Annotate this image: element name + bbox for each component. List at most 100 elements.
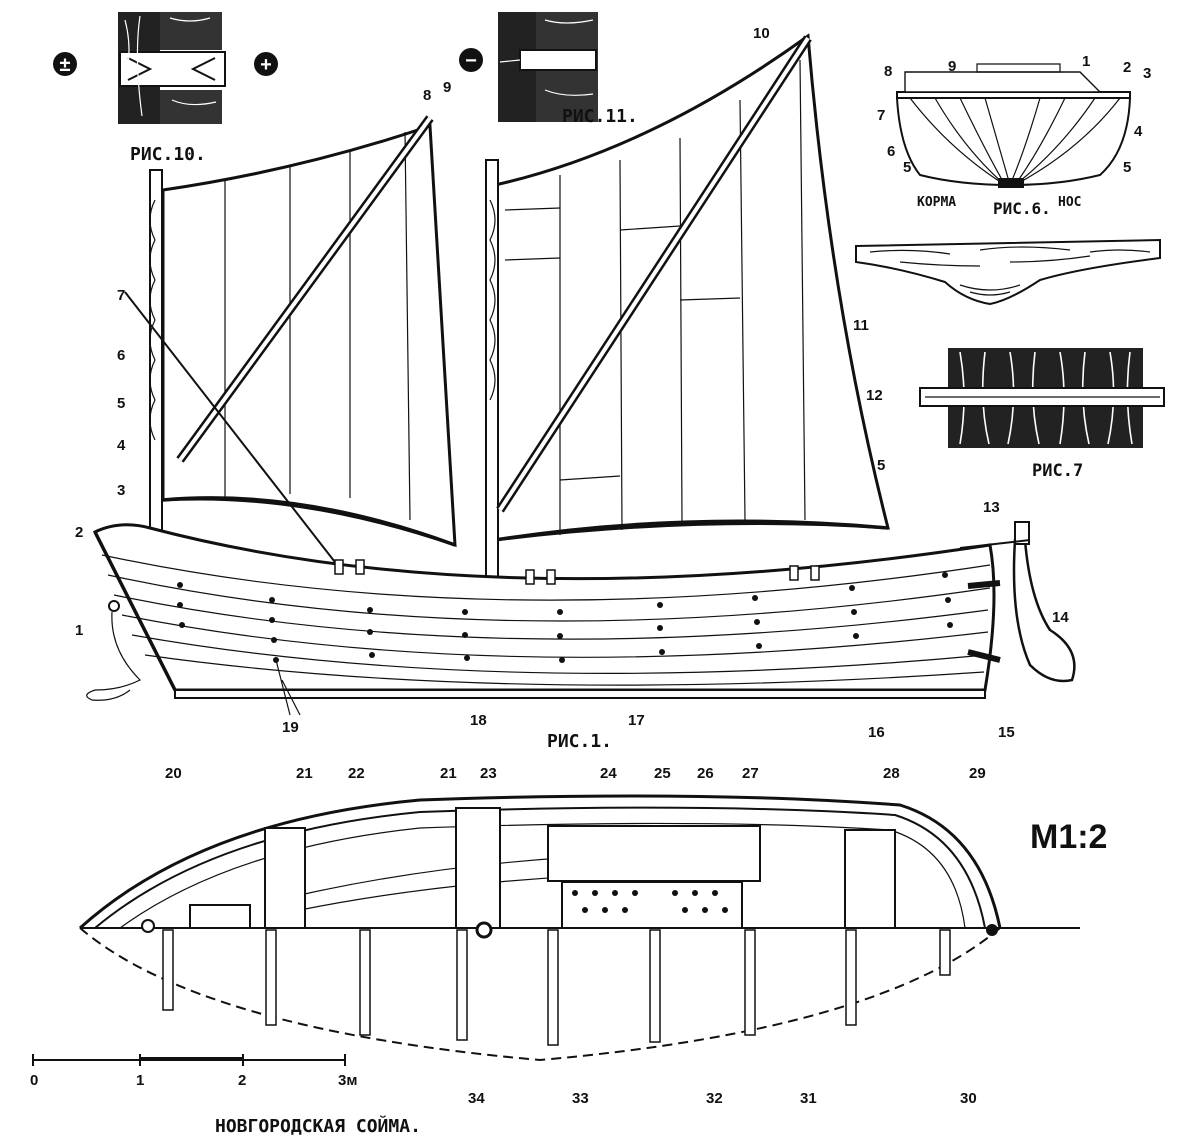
fig7-plank-joint: РИС.7 (919, 348, 1165, 481)
rudder (1012, 538, 1076, 683)
fig1-label-8: 8 (423, 87, 431, 104)
fig6-label-7: 7 (877, 107, 885, 124)
fig1-label-2: 2 (75, 524, 83, 541)
plan-label-21b: 21 (440, 765, 457, 782)
mast-step (475, 921, 493, 939)
fig1-label-9: 9 (443, 79, 451, 96)
fig6-label-1: 1 (1082, 53, 1090, 70)
fig1-label-13: 13 (983, 499, 1000, 516)
fig11-joint-detail: − РИС.11. (459, 12, 638, 127)
fig10-top-block (160, 12, 222, 50)
fig6-label-8: 8 (884, 63, 892, 80)
plan-label-23: 23 (480, 765, 497, 782)
plan-frames (162, 929, 951, 1046)
fig10-wood-grain (124, 15, 217, 117)
fig1-caption: РИС.1. (547, 731, 612, 752)
fig6-callouts: 1 2 3 4 5 5 6 7 8 9 (877, 53, 1151, 176)
plan-label-31: 31 (800, 1090, 817, 1107)
fig10-wedges (127, 57, 216, 81)
plan-label-32: 32 (706, 1090, 723, 1107)
fig10-bottom-block (160, 90, 222, 124)
stem-ring (108, 600, 120, 612)
fig1-callouts: 1 2 3 4 5 6 7 8 9 10 11 12 5 13 14 15 16… (75, 25, 1069, 741)
fore-mast-lacing (149, 199, 156, 441)
plan-callouts: 20 21 22 21 23 24 25 26 27 28 29 30 31 3… (165, 765, 986, 1107)
fig6-deck-line (896, 91, 1131, 99)
fig10-joint-detail: ± + РИС.10. (53, 12, 278, 165)
fig6-stem-head (976, 63, 1061, 73)
fig6-label-6: 6 (887, 143, 895, 160)
thwart-aft (844, 829, 896, 929)
rudder-head (1014, 521, 1030, 545)
scale-tick-0: 0 (30, 1072, 38, 1089)
fig6-keel (998, 178, 1024, 188)
fig1-label-5: 5 (117, 395, 125, 412)
scale-tick-3m: 3м (338, 1072, 357, 1089)
main-mast-lacing (489, 199, 496, 401)
fig10-tenon (119, 51, 226, 87)
fig6-frame-lines (909, 97, 1121, 186)
fig1-label-17: 17 (628, 712, 645, 729)
plan-label-30: 30 (960, 1090, 977, 1107)
drawing-title: НОВГОРОДСКАЯ СОЙМА. (215, 1115, 421, 1137)
plus-minus-symbol: ± (60, 54, 71, 76)
fig1-label-3: 3 (117, 482, 125, 499)
plan-label-26: 26 (697, 765, 714, 782)
fig11-key (519, 49, 597, 71)
fig1-label-1: 1 (75, 622, 83, 639)
fig6-label-2: 2 (1123, 59, 1131, 76)
fig1-profile-view: 1 2 3 4 5 6 7 8 9 10 11 12 5 13 14 15 16… (75, 25, 1076, 752)
fig1-label-18: 18 (470, 712, 487, 729)
rudder-fittings (967, 580, 1001, 663)
grating (561, 881, 743, 929)
scale-tick-1: 1 (136, 1072, 144, 1089)
fig10-plus-sign: + (254, 52, 278, 76)
plan-label-33: 33 (572, 1090, 589, 1107)
plan-label-20: 20 (165, 765, 182, 782)
minus-symbol: − (465, 50, 477, 72)
plan-label-27: 27 (742, 765, 759, 782)
fig10-minus-sign: ± (53, 52, 77, 76)
fig7-caption: РИС.7 (1032, 461, 1083, 481)
stern-ring (986, 924, 998, 936)
scale-bar: 0 1 2 3м (30, 1054, 357, 1089)
fore-sheet-line (124, 291, 346, 576)
fig6-label-5-right: 5 (1123, 159, 1131, 176)
plan-dashed-bottom (79, 927, 1001, 1062)
fore-deck-box (189, 904, 251, 929)
fig1-label-12: 12 (866, 387, 883, 404)
scale-tick-2: 2 (238, 1072, 246, 1089)
grating-holes (572, 890, 728, 913)
fig6-bow-label: НОС (1058, 195, 1081, 210)
plan-label-34: 34 (468, 1090, 485, 1107)
fig6-top-frame (904, 71, 1102, 93)
fig1-label-16: 16 (868, 724, 885, 741)
fig11-wood-grain (499, 19, 594, 96)
fig1-label-6: 6 (117, 347, 125, 364)
fig1-label-14: 14 (1052, 609, 1069, 626)
plan-label-29: 29 (969, 765, 986, 782)
fig6-hull-outline (896, 97, 1131, 187)
fig11-caption: РИС.11. (562, 106, 638, 127)
bow-ring (141, 919, 155, 933)
fore-sail (161, 123, 457, 548)
mooring-rope (86, 611, 142, 701)
main-sail (493, 33, 890, 542)
fig1-label-4: 4 (117, 437, 126, 454)
plan-view: 20 21 22 21 23 24 25 26 27 28 29 30 31 3… (78, 765, 1107, 1107)
fig10-caption: РИС.10. (130, 144, 206, 165)
stern-bench (547, 825, 761, 882)
plan-label-28: 28 (883, 765, 900, 782)
plan-label-22: 22 (348, 765, 365, 782)
thwart-mast (455, 807, 501, 929)
plan-gunwale-inner (94, 806, 986, 929)
plan-label-21a: 21 (296, 765, 313, 782)
fig6-caption: РИС.6. (993, 199, 1051, 218)
plan-label-25: 25 (654, 765, 671, 782)
fig6-label-3: 3 (1143, 65, 1151, 82)
fig1-label-5-main: 5 (877, 457, 885, 474)
fig1-label-7: 7 (117, 287, 125, 304)
tiller (959, 539, 1031, 549)
fig6-body-plan: 1 2 3 4 5 5 6 7 8 9 КОРМА РИС.6. НОС (877, 53, 1151, 218)
